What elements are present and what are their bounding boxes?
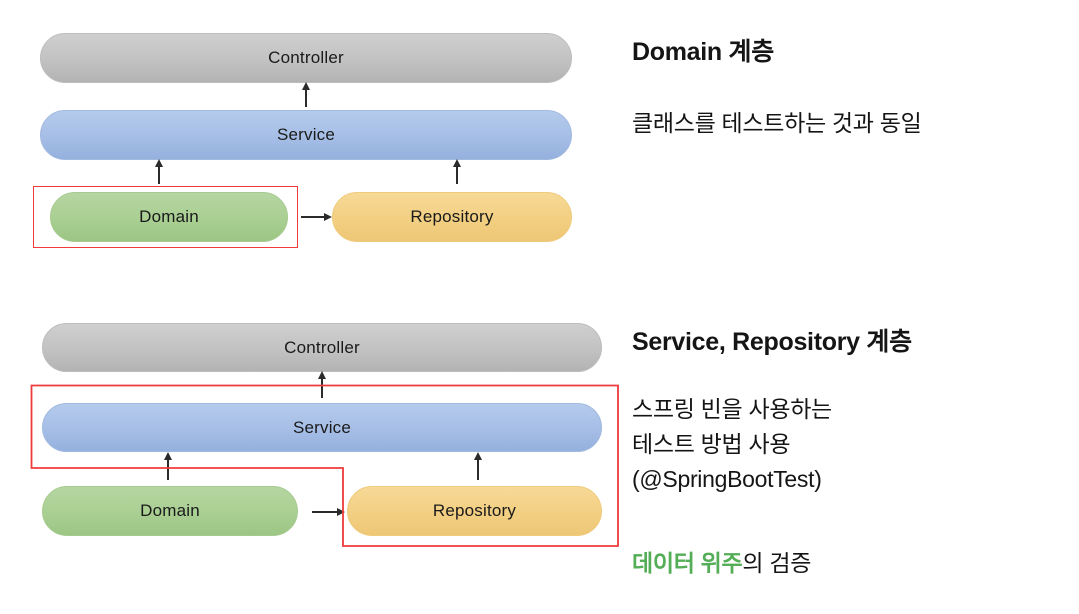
node-label: Service: [276, 125, 336, 144]
accent-rest-text: 의 검증: [742, 550, 812, 576]
arrow-domain-to-service-top: [155, 159, 163, 184]
domain-note-heading: Domain 계층: [632, 38, 774, 66]
node-label: Repository: [410, 207, 494, 226]
service-repository-note-line-2: 테스트 방법 사용: [632, 431, 791, 457]
arrow-service-to-controller-top: [302, 82, 310, 107]
arrow-repository-to-service-bottom: [474, 452, 482, 480]
service-repository-note-line-1: 스프링 빈을 사용하는: [632, 396, 832, 422]
service-repository-note-line-3: (@SpringBootTest): [632, 466, 822, 492]
arrow-repository-to-service-top: [453, 159, 461, 184]
service-repository-note-heading: Service, Repository 계층: [632, 328, 912, 356]
highlight-service-repository-lshape: [30, 384, 620, 548]
arrow-domain-to-repository-top: [301, 213, 332, 221]
node-controller-top[interactable]: Controller: [40, 33, 572, 83]
arrow-domain-to-repository-bottom: [312, 508, 345, 516]
domain-note-line-1: 클래스를 테스트하는 것과 동일: [632, 110, 922, 136]
arrow-service-to-controller-bottom: [318, 371, 326, 398]
node-service-bottom[interactable]: Service: [42, 403, 602, 452]
node-repository-top[interactable]: Repository: [332, 192, 572, 242]
node-controller-bottom[interactable]: Controller: [42, 323, 602, 372]
node-domain-top[interactable]: Domain: [50, 192, 288, 242]
highlight-domain-rect: [33, 186, 298, 248]
node-label: Controller: [284, 337, 360, 357]
accent-text: 데이터 위주: [632, 550, 743, 576]
node-label: Controller: [268, 48, 344, 67]
service-repository-note-accent-line: 데이터 위주의 검증: [632, 546, 811, 580]
arrow-domain-to-service-bottom: [164, 452, 172, 480]
node-service-top[interactable]: Service: [40, 110, 572, 160]
